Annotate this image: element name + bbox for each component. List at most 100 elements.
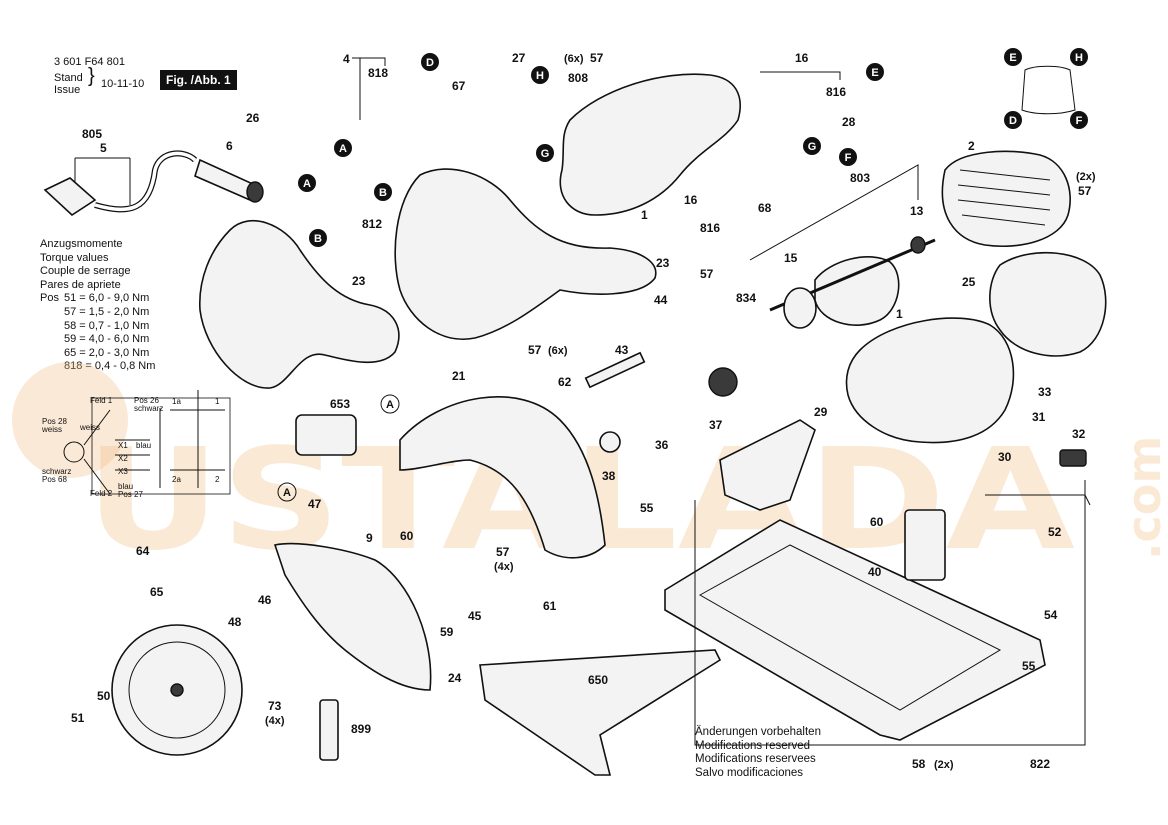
- part-label: 834: [736, 291, 756, 305]
- brush-ring: [1021, 65, 1076, 115]
- part-label: 64: [136, 544, 150, 558]
- svg-text:G: G: [808, 141, 817, 153]
- part-label: 52: [1048, 525, 1062, 539]
- part-label: 24: [448, 671, 462, 685]
- ball-bearing: [599, 431, 621, 453]
- part-label: 60: [400, 529, 414, 543]
- svg-text:A: A: [283, 487, 291, 499]
- wiring-label: blau: [136, 441, 151, 450]
- connector-h: H: [1070, 48, 1088, 66]
- part-label: (2x): [1076, 171, 1096, 183]
- svg-text:F: F: [1076, 115, 1083, 127]
- svg-text:A: A: [386, 399, 394, 411]
- part-label: 57: [1078, 184, 1092, 198]
- part-label: 31: [1032, 410, 1046, 424]
- wiring-label: weiss: [41, 425, 62, 434]
- part-label: 57: [496, 545, 510, 559]
- part-label: 822: [1030, 757, 1050, 771]
- motor-cover: [989, 251, 1107, 357]
- part-label: 25: [962, 275, 976, 289]
- leader-line: [694, 480, 1086, 746]
- part-label: 50: [97, 689, 111, 703]
- part-label: 45: [468, 609, 482, 623]
- part-label: 808: [568, 71, 588, 85]
- part-label: 43: [615, 343, 629, 357]
- part-label: 5: [100, 141, 107, 155]
- figure-badge: Fig. /Abb. 1: [160, 70, 237, 90]
- svg-text:A: A: [303, 178, 311, 190]
- connector-g: G: [803, 137, 821, 155]
- wiring-label: blau: [118, 482, 133, 491]
- part-label: 803: [850, 171, 870, 185]
- wiring-label: 1a: [172, 397, 181, 406]
- grease-tube: [319, 699, 339, 761]
- svg-text:E: E: [871, 67, 878, 79]
- lower-blade-guard: [273, 542, 432, 691]
- part-label: 16: [684, 193, 698, 207]
- part-label: 26: [246, 111, 260, 125]
- part-label: (2x): [934, 759, 954, 771]
- part-label: 51: [71, 711, 85, 725]
- stand-label: Stand: [54, 72, 83, 84]
- wiring-label: 1: [215, 397, 220, 406]
- part-label: 55: [1022, 659, 1036, 673]
- part-label: 32: [1072, 427, 1086, 441]
- svg-text:D: D: [426, 57, 434, 69]
- shaft: [584, 351, 646, 389]
- torque-title-fr: Couple de serrage: [40, 265, 131, 278]
- part-label: 1: [896, 307, 903, 321]
- part-label: 57: [590, 51, 604, 65]
- part-label: 6: [226, 139, 233, 153]
- part-label: 57: [700, 267, 714, 281]
- leader-line: [352, 57, 386, 120]
- connector-b: B: [309, 229, 327, 247]
- switch-housing: [295, 414, 357, 456]
- torque-row: 65 = 2,0 - 3,0 Nm: [64, 346, 150, 359]
- torque-title-es: Pares de apriete: [40, 278, 121, 291]
- part-label: 816: [700, 221, 720, 235]
- svg-text:G: G: [541, 148, 550, 160]
- wiring-label: schwarz: [42, 467, 71, 476]
- part-label: 57: [528, 343, 542, 357]
- connector-a: A: [380, 394, 400, 414]
- part-label: 61: [543, 599, 557, 613]
- part-label: 818: [368, 66, 388, 80]
- part-label: 4: [343, 52, 350, 66]
- gear-wheel: [708, 367, 738, 397]
- svg-text:B: B: [379, 187, 387, 199]
- part-label: 46: [258, 593, 272, 607]
- part-label: 21: [452, 369, 466, 383]
- depth-stop: [904, 509, 946, 581]
- part-label: 59: [440, 625, 454, 639]
- part-label: (4x): [265, 715, 285, 727]
- watermark-suffix: .com: [1117, 436, 1168, 560]
- torque-row: 51 = 6,0 - 9,0 Nm: [64, 292, 150, 305]
- notice-es: Salvo modificaciones: [695, 766, 804, 779]
- part-label: 2: [968, 139, 975, 153]
- svg-text:D: D: [1009, 115, 1017, 127]
- leader-line: [749, 164, 919, 261]
- handle-cover-left: [199, 219, 400, 389]
- wiring-label: X3: [118, 467, 128, 476]
- part-label: 62: [558, 375, 572, 389]
- issue-label: Issue: [54, 84, 81, 96]
- torque-pos-label: Pos: [40, 292, 59, 305]
- part-label: 16: [795, 51, 809, 65]
- connector-e: E: [866, 63, 884, 81]
- doc-number: 3 601 F64 801: [54, 56, 125, 68]
- wiring-label: 2: [215, 475, 220, 484]
- cap: [1059, 449, 1087, 467]
- stator: [941, 150, 1071, 248]
- part-label: 653: [330, 397, 350, 411]
- part-label: 23: [656, 256, 670, 270]
- wiring-label: Pos 68: [42, 475, 67, 484]
- part-label: 73: [268, 699, 282, 713]
- part-label: 37: [709, 418, 723, 432]
- brace: }: [88, 65, 95, 87]
- part-label: 40: [868, 565, 882, 579]
- part-label: 47: [308, 497, 322, 511]
- connector-a: A: [334, 139, 352, 157]
- gear-housing: [845, 317, 1015, 444]
- part-label: 67: [452, 79, 466, 93]
- part-label: 9: [366, 531, 373, 545]
